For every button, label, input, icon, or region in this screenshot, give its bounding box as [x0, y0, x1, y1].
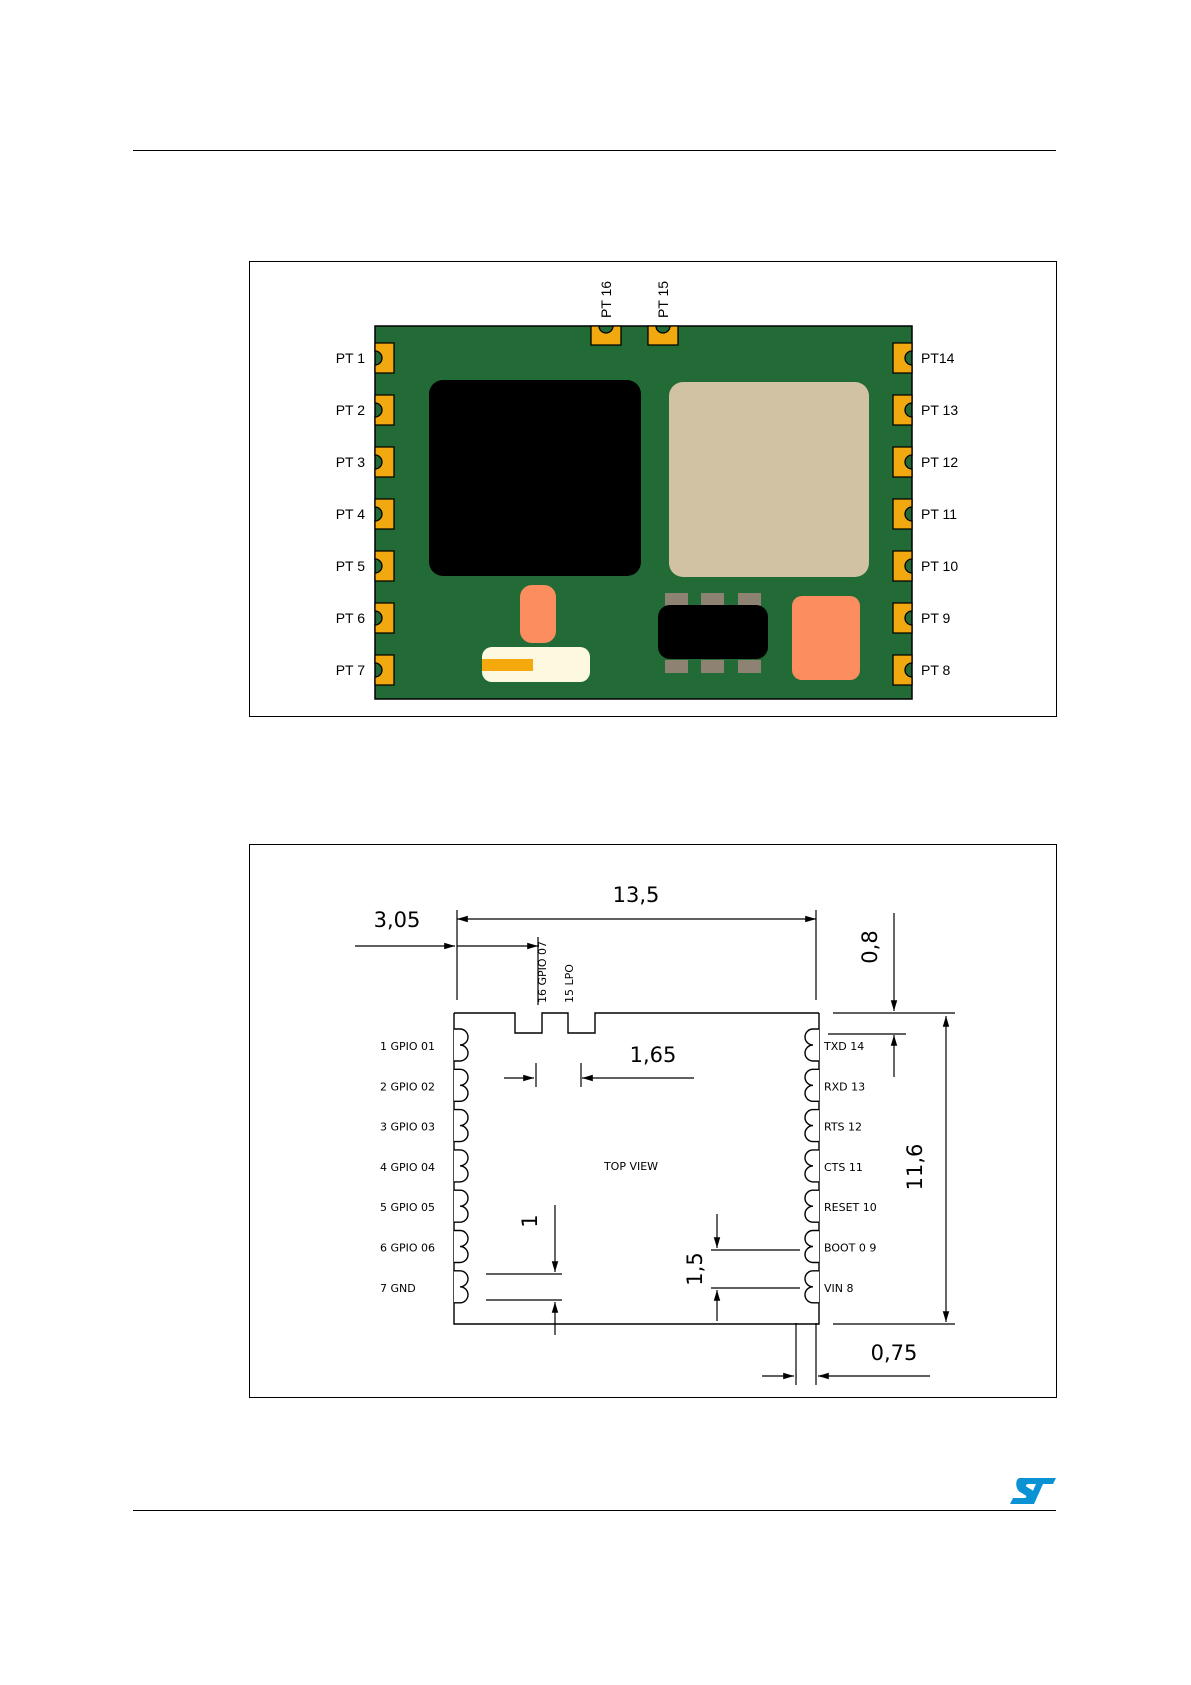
pin-label-top: PT 16 [598, 281, 614, 318]
ic-leg [701, 660, 724, 673]
pin-label-right: RTS 12 [824, 1121, 862, 1134]
pad-outline-right [805, 1231, 819, 1263]
capacitor-component [520, 585, 556, 643]
pin-label-right: PT 11 [921, 506, 957, 522]
shield-can [669, 382, 869, 577]
pin-label-right: PT 8 [921, 662, 951, 678]
crystal-stripe [482, 659, 533, 671]
pin-label-right: RESET 10 [824, 1201, 877, 1214]
pad-outline-left [454, 1110, 468, 1142]
inductor-component [792, 596, 860, 680]
module-top-view-figure: PT 1 PT 2 PT 3 PT 4 PT 5 PT 6 PT 7 PT14 PT 13 PT … [249, 261, 1057, 717]
pin-label-left: PT 5 [336, 558, 366, 574]
pin-label-right: BOOT 0 9 [824, 1242, 876, 1255]
module-illustration: PT 1 PT 2 PT 3 PT 4 PT 5 PT 6 PT 7 PT14 PT 13 PT … [250, 262, 1058, 718]
pad-outline-right [805, 1190, 819, 1222]
height-dim-label: 11,6 [903, 1144, 927, 1191]
pad-outline-left [454, 1029, 468, 1061]
ic-leg [701, 593, 724, 606]
pin-label-left: 4 GPIO 04 [380, 1161, 435, 1174]
pin-label-right: PT14 [921, 350, 955, 366]
ic-leg [738, 593, 761, 606]
pin-label-left: 5 GPIO 05 [380, 1201, 435, 1214]
main-chip [429, 380, 641, 576]
pin-label-left: PT 3 [336, 454, 366, 470]
pin-label-left: 3 GPIO 03 [380, 1121, 435, 1134]
pin-label-right: CTS 11 [824, 1161, 863, 1174]
pin-label-right: PT 10 [921, 558, 958, 574]
pin-label-top: PT 15 [655, 281, 671, 318]
pin-label-left: PT 2 [336, 402, 366, 418]
pin-label-left: PT 1 [336, 350, 366, 366]
pad-outline-left [454, 1069, 468, 1101]
dimension-drawing-figure: 13,5 3,05 0,8 1,65 11,6 1 1,5 0,75 TOP V… [249, 844, 1057, 1398]
side-pitch-dim-label: 1,5 [683, 1252, 707, 1285]
dimension-lines [355, 910, 955, 1385]
pin-label-left: 1 GPIO 01 [380, 1040, 435, 1053]
pin-label-left: PT 4 [336, 506, 366, 522]
pad-outline-right [805, 1029, 819, 1061]
header-rule [133, 150, 1056, 151]
ic-leg [665, 593, 688, 606]
dimension-drawing: 13,5 3,05 0,8 1,65 11,6 1 1,5 0,75 TOP V… [250, 845, 1058, 1399]
pad-outline-right [805, 1069, 819, 1101]
pin-label-right: VIN 8 [824, 1282, 854, 1295]
pin-label-left: 2 GPIO 02 [380, 1080, 435, 1093]
pin-label-right: PT 12 [921, 454, 958, 470]
st-logo-icon [1010, 1476, 1056, 1506]
edge-dim-label: 0,75 [871, 1341, 918, 1365]
footer-rule [133, 1510, 1056, 1511]
pad-outline-left [454, 1190, 468, 1222]
pin-label-top: 16 GPIO 07 [536, 941, 549, 1003]
pad-outline-right [805, 1110, 819, 1142]
ic-leg [665, 660, 688, 673]
pin-label-right: PT 13 [921, 402, 958, 418]
pad-dim-label: 1 [518, 1214, 542, 1227]
pad-outline-left [454, 1271, 468, 1303]
pin-label-right: TXD 14 [823, 1040, 864, 1053]
pin-label-right: RXD 13 [824, 1080, 865, 1093]
pin-label-left: PT 6 [336, 610, 366, 626]
pin-label-right: PT 9 [921, 610, 951, 626]
ic-leg [738, 660, 761, 673]
top-view-label: TOP VIEW [603, 1160, 658, 1173]
pad-outline-left [454, 1150, 468, 1182]
small-ic [658, 605, 768, 659]
offset-dim-label: 3,05 [374, 908, 421, 932]
pin-label-left: 6 GPIO 06 [380, 1242, 435, 1255]
pad-outline-right [805, 1150, 819, 1182]
pin-label-left: PT 7 [336, 662, 366, 678]
pad-outline-left [454, 1231, 468, 1263]
pin-label-top: 15 LPO [563, 964, 576, 1003]
width-dim-label: 13,5 [613, 883, 660, 907]
top-gap-dim-label: 0,8 [858, 930, 882, 963]
pitch-dim-label: 1,65 [630, 1043, 677, 1067]
pin-label-left: 7 GND [380, 1282, 416, 1295]
pad-outline-right [805, 1271, 819, 1303]
